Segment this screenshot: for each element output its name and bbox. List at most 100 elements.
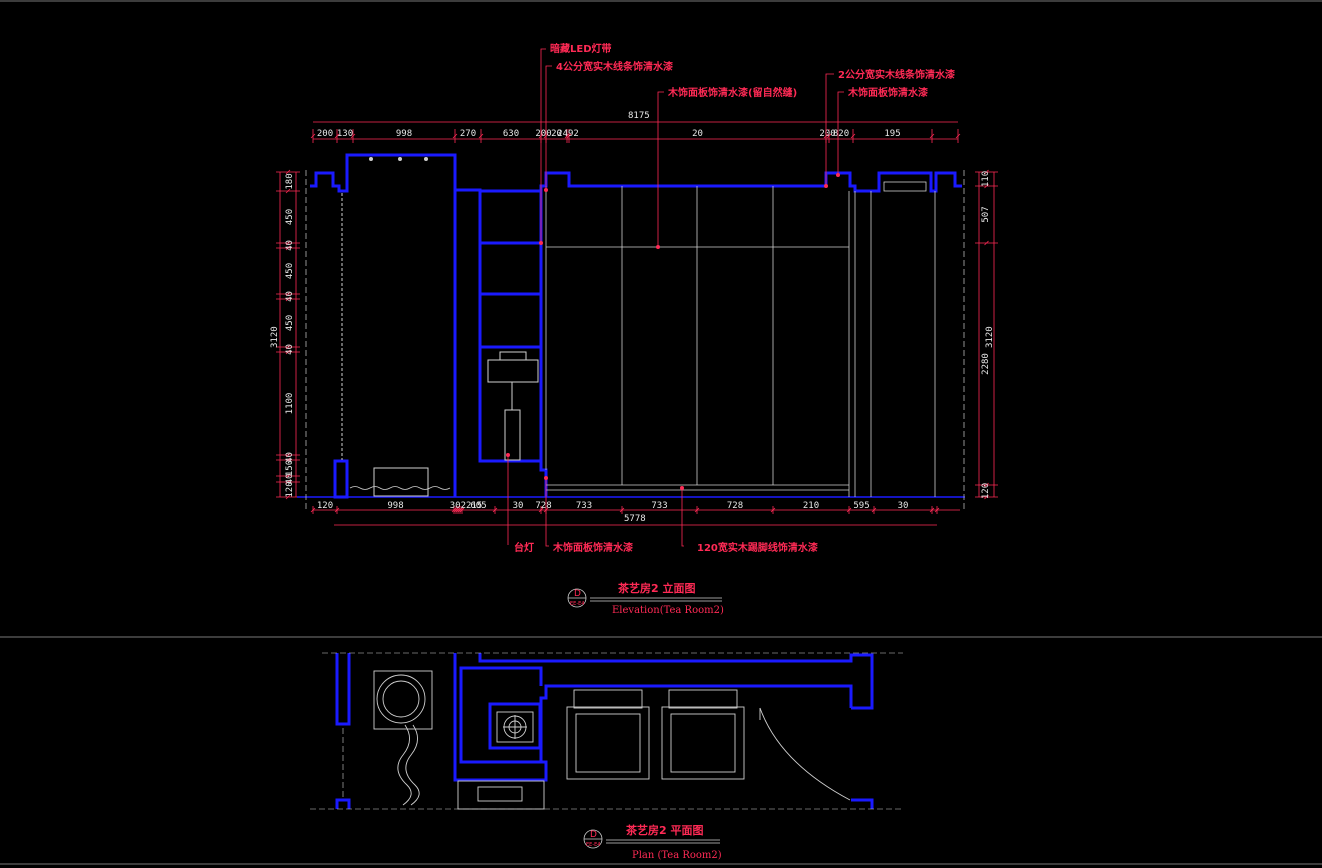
top-dim-tick-slash xyxy=(564,133,570,139)
top-dim-label: 630 xyxy=(503,129,519,139)
callout-leaders xyxy=(507,48,844,547)
axis-lines xyxy=(305,170,965,510)
top-dim-label: 200 xyxy=(317,129,333,139)
right-dim-tick-slash xyxy=(984,240,989,246)
bottom-dim-label: 998 xyxy=(387,501,403,511)
bottom-total-dimension: 5778 xyxy=(624,514,646,524)
bottom-dim-tick-slash xyxy=(694,507,700,513)
top-dim-label: 200 xyxy=(819,129,835,139)
left-dim-tick-slash xyxy=(285,240,291,246)
plan-furniture xyxy=(373,670,851,810)
bottom-dim-label: 595 xyxy=(853,501,869,511)
plan-axis-lines xyxy=(310,652,903,810)
bottom-dim-tick-slash xyxy=(457,507,463,513)
plan-marker-sub: EE-E4 xyxy=(586,842,600,848)
bottom-dim-label: 30 xyxy=(898,501,909,511)
ceiling-profile xyxy=(310,153,962,193)
right-dim-tick-slash xyxy=(984,494,989,500)
top-dim-tick-slash xyxy=(566,133,572,139)
bottom-dim-tick-slash xyxy=(770,507,776,513)
left-dim-label: 40 xyxy=(285,452,295,463)
bottom-dim-label: 120 xyxy=(317,501,333,511)
left-dim-label: 180 xyxy=(285,173,295,189)
bottom-dim-tick-slash xyxy=(310,507,316,513)
left-dim-tick-slash xyxy=(285,473,291,479)
left-dim-tick-slash xyxy=(285,479,291,485)
bottom-dimension-chain xyxy=(310,506,960,526)
right-dim-tick-slash xyxy=(984,482,989,488)
right-dimension-chain xyxy=(975,169,998,500)
callout-skirting: 120宽实木踢脚线饰清水漆 xyxy=(697,541,818,554)
top-dim-tick-slash xyxy=(929,133,935,139)
right-total-dimension: 3120 xyxy=(985,326,995,348)
water-wave xyxy=(349,486,451,490)
bottom-dim-label: 30 xyxy=(513,501,524,511)
top-dim-label: 130 xyxy=(337,129,353,139)
bottom-dim-label: 728 xyxy=(727,501,743,511)
right-dim-tick-slash xyxy=(984,169,989,175)
bottom-dim-label: 728 xyxy=(535,501,551,511)
left-dim-tick-slash xyxy=(285,452,291,458)
bottom-dim-tick-slash xyxy=(619,507,625,513)
bottom-dim-label: 733 xyxy=(576,501,592,511)
right-dim-tick-slash xyxy=(984,183,989,189)
left-total-dimension: 3120 xyxy=(270,326,280,348)
left-dim-tick-slash xyxy=(285,344,291,350)
left-dim-label: 40 xyxy=(285,291,295,302)
top-dim-label: 195 xyxy=(884,129,900,139)
left-dim-tick-slash xyxy=(285,494,291,500)
bottom-dim-tick-slash xyxy=(453,507,459,513)
right-dim-label: 110 xyxy=(981,171,991,187)
top-total-dimension: 8175 xyxy=(628,111,650,121)
callout-2cm-wood-line: 2公分宽实木线条饰清水漆 xyxy=(838,68,955,81)
left-dim-label: 450 xyxy=(285,209,295,225)
left-dim-label: 120 xyxy=(285,481,295,497)
bottom-dim-tick-slash xyxy=(871,507,877,513)
bottom-dim-tick-slash xyxy=(451,507,457,513)
callout-4cm-wood-line: 4公分宽实木线条饰清水漆 xyxy=(556,60,673,73)
bottom-dim-tick-slash xyxy=(492,507,498,513)
bottom-dim-label: 210 xyxy=(803,501,819,511)
left-dim-label: 150 xyxy=(285,460,295,476)
top-dim-tick-slash xyxy=(310,133,316,139)
plan-title-block: D EE-E4 茶艺房2 平面图 Plan (Tea Room2) xyxy=(583,823,722,861)
left-dimension-chain xyxy=(276,169,300,500)
niche-lights xyxy=(369,157,428,161)
left-dim-tick-slash xyxy=(285,291,291,297)
left-dim-tick-slash xyxy=(285,188,291,194)
top-dim-label: 820 xyxy=(833,129,849,139)
section-marker-letter: D xyxy=(574,589,581,599)
callout-dots xyxy=(506,173,840,490)
table-lamp-drawing xyxy=(487,351,539,461)
elevation-title-block: D EE-E4 茶艺房2 立面图 Elevation(Tea Room2) xyxy=(567,581,724,616)
callout-table-lamp: 台灯 xyxy=(514,541,534,554)
right-dim-label: 507 xyxy=(981,206,991,222)
bottom-dim-tick-slash xyxy=(929,507,935,513)
top-dimension-chain xyxy=(310,121,961,143)
plan-title: 茶艺房2 平面图 xyxy=(625,823,703,837)
wood-panel-wall xyxy=(545,181,936,497)
left-niche xyxy=(333,155,457,499)
top-dim-tick-slash xyxy=(334,133,340,139)
left-dim-label: 40 xyxy=(285,240,295,251)
top-dim-label: 200 xyxy=(535,129,551,139)
elevation-subtitle: Elevation(Tea Room2) xyxy=(612,605,724,616)
section-marker-sub: EE-E4 xyxy=(570,601,584,607)
bottom-dim-cluster-label: 302215 xyxy=(450,501,483,511)
top-dim-tick-slash xyxy=(850,133,856,139)
left-dim-label: 450 xyxy=(285,263,295,279)
left-dim-label: 40 xyxy=(285,474,295,485)
left-dim-label: 450 xyxy=(285,315,295,331)
bottom-dim-tick-slash xyxy=(538,507,544,513)
top-dim-tick-slash xyxy=(826,133,832,139)
elevation-title: 茶艺房2 立面图 xyxy=(617,581,695,595)
callout-led-strip: 暗藏LED灯带 xyxy=(550,42,612,55)
top-dim-label: 270 xyxy=(460,129,476,139)
bottom-dim-tick-slash xyxy=(334,507,340,513)
